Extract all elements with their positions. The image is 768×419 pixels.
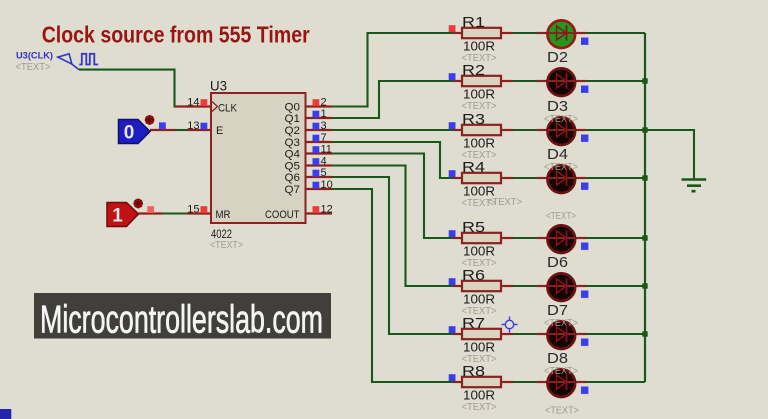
svg-text:5: 5: [321, 167, 327, 179]
svg-text:D6: D6: [547, 254, 568, 271]
svg-text:100R: 100R: [463, 244, 495, 259]
svg-text:100R: 100R: [463, 39, 495, 54]
svg-text:Q1: Q1: [285, 113, 301, 125]
svg-text:<TEXT>: <TEXT>: [546, 211, 576, 222]
svg-text:R6: R6: [462, 267, 485, 284]
svg-text:4022: 4022: [211, 227, 232, 241]
svg-text:1: 1: [321, 108, 327, 120]
svg-text:<TEXT>: <TEXT>: [544, 114, 578, 125]
svg-text:<TEXT>: <TEXT>: [544, 318, 578, 329]
svg-text:<TEXT>: <TEXT>: [462, 402, 497, 413]
svg-text:Q4: Q4: [285, 149, 301, 161]
svg-text:10: 10: [321, 179, 333, 191]
svg-text:<TEXT>: <TEXT>: [462, 53, 497, 64]
svg-text:R4: R4: [462, 159, 485, 176]
svg-text:<TEXT>: <TEXT>: [544, 162, 578, 173]
svg-text:<TEXT>: <TEXT>: [462, 258, 497, 269]
svg-text:R2: R2: [462, 62, 485, 79]
svg-text:100R: 100R: [463, 388, 495, 403]
svg-text:<TEXT>: <TEXT>: [462, 354, 497, 365]
svg-text:COOUT: COOUT: [265, 209, 300, 221]
svg-text:R7: R7: [462, 315, 485, 332]
svg-text:R3: R3: [462, 111, 485, 128]
svg-text:D2: D2: [547, 49, 568, 66]
svg-text:<TEXT>: <TEXT>: [462, 306, 497, 317]
svg-text:Q0: Q0: [285, 102, 301, 114]
svg-text:<TEXT>: <TEXT>: [487, 197, 522, 208]
svg-text:Q6: Q6: [285, 172, 301, 184]
svg-text:Clock source from 555 Timer: Clock source from 555 Timer: [42, 22, 310, 48]
svg-text:Q2: Q2: [285, 125, 301, 137]
svg-text:<TEXT>: <TEXT>: [462, 198, 497, 209]
svg-text:12: 12: [321, 204, 333, 216]
svg-text:R8: R8: [462, 363, 485, 380]
svg-text:<TEXT>: <TEXT>: [544, 366, 578, 377]
svg-text:E: E: [216, 125, 223, 137]
svg-text:<TEXT>: <TEXT>: [462, 150, 497, 161]
svg-text:100R: 100R: [463, 87, 495, 102]
svg-text:<TEXT>: <TEXT>: [462, 101, 497, 112]
svg-text:U3(CLK): U3(CLK): [16, 50, 53, 60]
svg-text:13: 13: [187, 120, 199, 132]
svg-text:100R: 100R: [463, 136, 495, 151]
svg-text:U3: U3: [210, 78, 227, 94]
svg-text:D3: D3: [547, 98, 568, 115]
svg-text:R1: R1: [462, 14, 485, 31]
svg-text:0: 0: [124, 123, 135, 144]
svg-text:D8: D8: [547, 350, 568, 367]
svg-text:3: 3: [321, 120, 327, 132]
svg-text:<TEXT>: <TEXT>: [210, 240, 243, 251]
svg-text:D4: D4: [547, 146, 568, 163]
svg-text:R5: R5: [462, 219, 485, 236]
svg-text:Q3: Q3: [285, 137, 301, 149]
svg-text:Microcontrollerslab.com: Microcontrollerslab.com: [40, 299, 323, 342]
svg-text:14: 14: [187, 97, 199, 109]
svg-text:MR: MR: [216, 209, 231, 221]
svg-text:<TEXT>: <TEXT>: [16, 62, 51, 73]
svg-text:4: 4: [321, 156, 327, 168]
svg-text:2: 2: [321, 97, 327, 109]
svg-text:D7: D7: [547, 302, 568, 319]
svg-text:1: 1: [112, 206, 123, 227]
svg-text:Q7: Q7: [285, 184, 301, 196]
svg-text:15: 15: [187, 204, 199, 216]
svg-text:100R: 100R: [463, 184, 495, 199]
svg-text:<TEXT>: <TEXT>: [545, 406, 579, 417]
svg-text:100R: 100R: [463, 340, 495, 355]
svg-text:100R: 100R: [463, 292, 495, 307]
svg-text:11: 11: [321, 144, 332, 156]
svg-text:7: 7: [321, 132, 327, 144]
svg-text:CLK: CLK: [218, 103, 238, 115]
svg-text:Q5: Q5: [285, 161, 301, 173]
